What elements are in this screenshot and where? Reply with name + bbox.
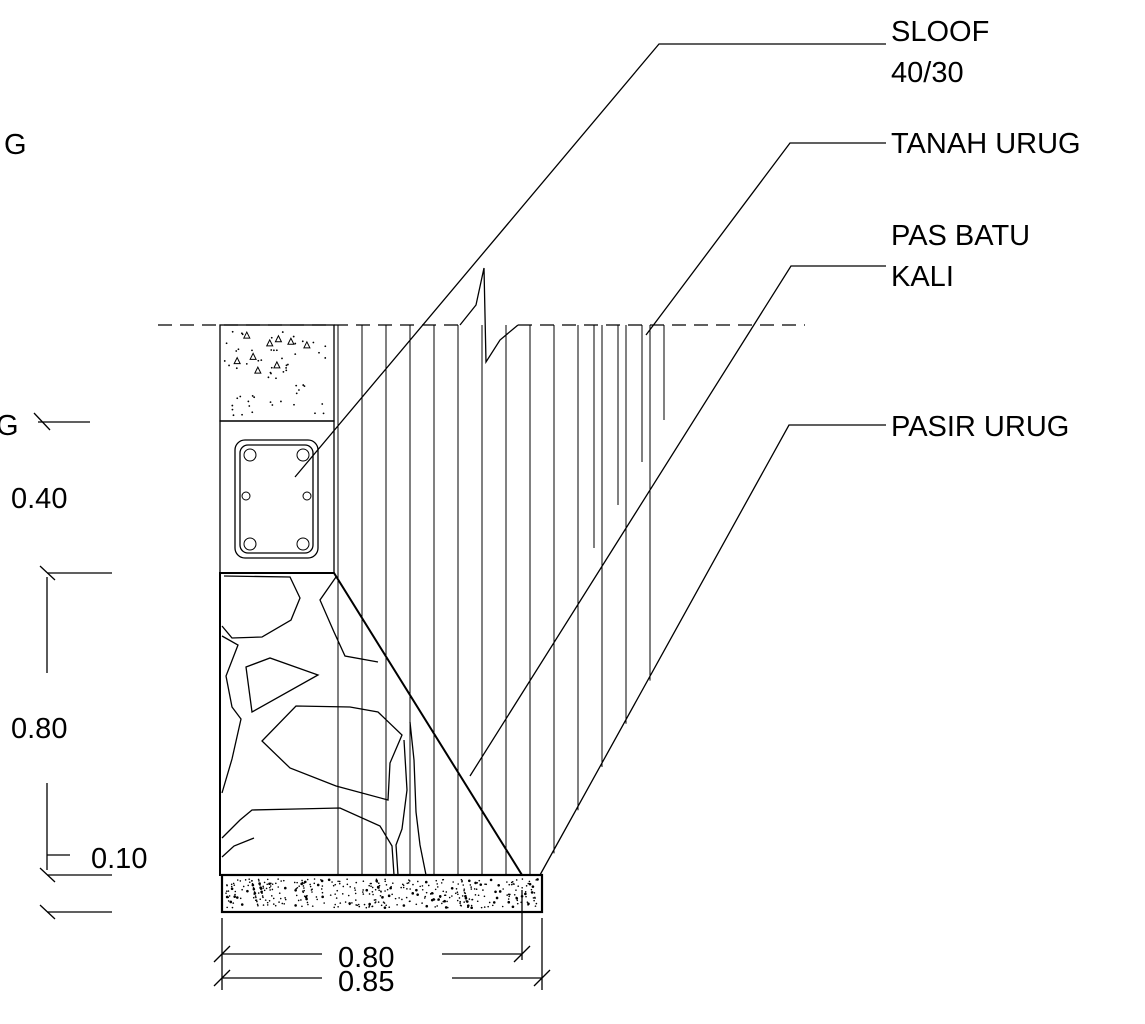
dimension-footing-width: 0.80 [338,942,394,974]
left-cut-label-top: G [4,129,27,161]
sloof-label-line2: 40/30 [891,57,964,89]
left-cut-label-mid: G [0,410,19,442]
horizontal-dimension [213,890,551,990]
sand-bed [220,873,544,914]
stone-footing [219,572,524,876]
backfill-hatch [337,325,665,875]
leader-lines [294,43,886,876]
dimension-sloof-height: 0.40 [11,483,67,515]
dimension-sand-height: 0.10 [91,843,147,875]
tanah-urug-label: TANAH URUG [891,128,1081,160]
sloof-beam [219,420,335,574]
dimension-footing-height: 0.80 [11,713,67,745]
sloof-label-line1: SLOOF [891,16,989,48]
pas-batu-label-line2: KALI [891,261,954,293]
vertical-dimension [33,412,112,920]
concrete-fill [219,324,335,422]
pas-batu-label-line1: PAS BATU [891,220,1030,252]
pasir-urug-label: PASIR URUG [891,411,1069,443]
dimension-sand-width: 0.85 [338,966,394,998]
